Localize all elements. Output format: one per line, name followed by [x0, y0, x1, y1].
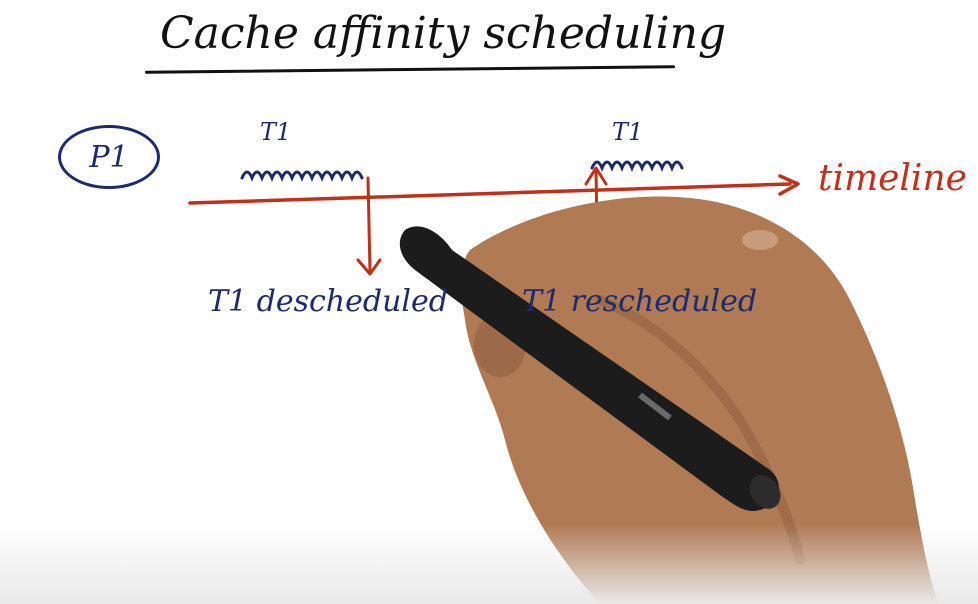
thread-label-first: T1: [260, 118, 292, 146]
event-label-rescheduled: T1 rescheduled: [522, 284, 758, 319]
deschedule-arrow: [366, 176, 372, 274]
timeline-line: [188, 182, 792, 205]
page-title: Cache affinity scheduling: [160, 8, 727, 59]
thread-run-first: [240, 170, 364, 182]
deschedule-arrowhead: [356, 258, 382, 276]
processor-p1: P1: [58, 125, 160, 189]
timeline-arrowhead: [778, 174, 800, 196]
thread-run-second: [590, 160, 684, 172]
reschedule-arrowhead: [584, 166, 608, 186]
event-label-descheduled: T1 descheduled: [208, 284, 448, 319]
bottom-fade: [0, 524, 978, 604]
timeline-label: timeline: [818, 158, 967, 199]
processor-label: P1: [89, 139, 129, 175]
thread-label-second: T1: [612, 118, 644, 146]
marker-pen-illustration: [399, 226, 781, 511]
